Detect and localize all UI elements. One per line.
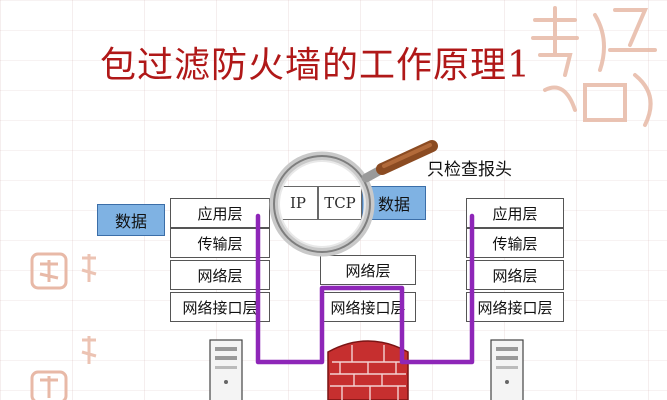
header-only-caption: 只检查报头 <box>427 160 512 180</box>
tcp-header-cell: TCP <box>318 186 362 220</box>
ip-header-cell: IP <box>278 186 318 220</box>
small-seal-icon <box>30 370 68 400</box>
left-network-layer: 网络层 <box>170 260 270 290</box>
small-seal-icon <box>81 336 97 364</box>
right-network-layer: 网络层 <box>466 260 564 290</box>
middle-network-layer: 网络层 <box>320 255 416 285</box>
slide-title: 包过滤防火墙的工作原理1 <box>100 45 531 86</box>
left-data-block: 数据 <box>97 204 165 236</box>
right-computer-tower-icon <box>490 339 524 400</box>
right-transport-layer: 传输层 <box>466 228 564 258</box>
packet-route-line <box>255 213 475 365</box>
left-interface-layer: 网络接口层 <box>170 292 270 322</box>
left-transport-layer: 传输层 <box>170 228 270 258</box>
firewall-brick-wall-icon <box>327 340 409 400</box>
left-computer-tower-icon <box>209 339 243 400</box>
seal-decoration-icon <box>531 6 657 127</box>
small-seal-icon <box>30 252 68 290</box>
small-seal-icon <box>81 254 97 282</box>
right-application-layer: 应用层 <box>466 198 564 228</box>
left-application-layer: 应用层 <box>170 198 270 228</box>
right-interface-layer: 网络接口层 <box>466 292 564 322</box>
